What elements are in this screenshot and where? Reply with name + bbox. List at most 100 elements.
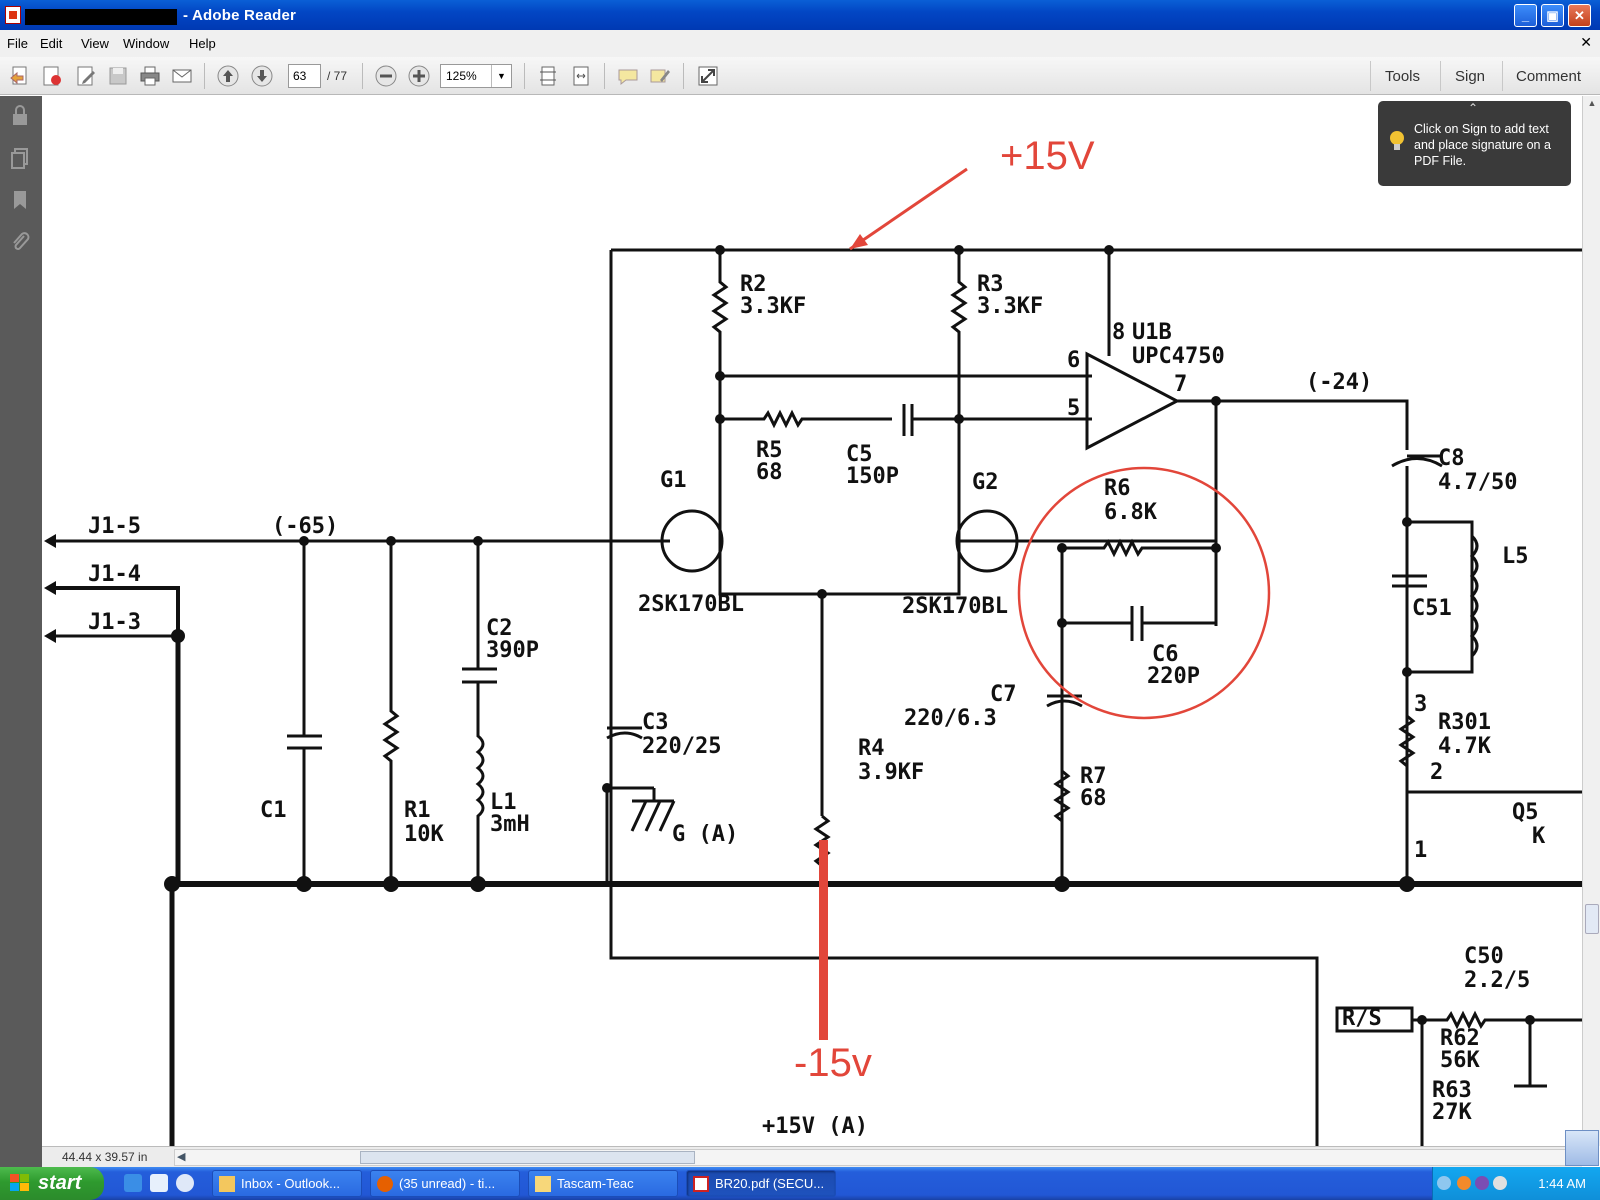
print-icon[interactable] — [138, 64, 162, 88]
bookmarks-icon[interactable] — [9, 188, 31, 212]
label-c1: C1 — [260, 798, 287, 823]
lightbulb-icon — [1390, 131, 1404, 150]
label-pin8: 8 — [1112, 320, 1126, 345]
edit-icon[interactable] — [74, 64, 98, 88]
schematic-page — [44, 167, 1582, 1146]
next-page-icon[interactable] — [250, 64, 274, 88]
zoom-select[interactable]: 125% ▼ — [440, 64, 512, 88]
menu-view[interactable]: View — [81, 36, 109, 51]
page-total: / 77 — [327, 69, 348, 83]
tray-app-icon[interactable] — [1457, 1176, 1471, 1190]
taskbar: start Inbox - Outlook... (35 unread) - t… — [0, 1167, 1600, 1200]
horizontal-scrollbar[interactable]: ◀ — [174, 1149, 1579, 1166]
label-r1-value: 10K — [404, 822, 444, 847]
tray-expand-icon[interactable] — [1437, 1176, 1451, 1190]
close-document-icon[interactable]: ✕ — [1580, 34, 1592, 50]
label-c5: C5 — [846, 442, 873, 467]
label-l1-value: 3mH — [490, 812, 530, 837]
scroll-down-corner-icon[interactable] — [1565, 1130, 1599, 1166]
label-j1-5: J1-5 — [88, 514, 141, 539]
vertical-scrollbar[interactable]: ▲ — [1582, 96, 1600, 1146]
lock-icon[interactable] — [9, 104, 31, 128]
label-pin6: 6 — [1067, 348, 1081, 373]
task-folder[interactable]: Tascam-Teac — [528, 1170, 678, 1197]
menu-bar: File Edit View Window Help ✕ — [0, 30, 1600, 57]
sign-button[interactable]: Sign — [1455, 68, 1486, 85]
label-r3-value: 3.3KF — [977, 294, 1044, 319]
label-r7-value: 68 — [1080, 786, 1107, 811]
task-firefox[interactable]: (35 unread) - ti... — [370, 1170, 520, 1197]
page-number-input[interactable]: 63 — [288, 64, 321, 88]
label-j1-4: J1-4 — [88, 562, 141, 587]
zoom-out-icon[interactable] — [374, 64, 398, 88]
vertical-scroll-thumb[interactable] — [1585, 904, 1599, 934]
email-icon[interactable] — [170, 64, 194, 88]
windows-logo-icon — [10, 1174, 29, 1191]
label-j1-3: J1-3 — [88, 610, 141, 635]
media-player-icon[interactable] — [176, 1174, 194, 1192]
attachments-icon[interactable] — [9, 230, 31, 254]
start-button[interactable]: start — [0, 1167, 104, 1200]
previous-page-icon[interactable] — [216, 64, 240, 88]
label-c5-value: 150P — [846, 464, 899, 489]
folder-icon — [535, 1176, 551, 1192]
show-desktop-icon[interactable] — [150, 1174, 168, 1192]
comment-button[interactable]: Comment — [1516, 68, 1582, 85]
label-r4: R4 — [858, 736, 885, 761]
zoom-in-icon[interactable] — [407, 64, 431, 88]
close-button[interactable]: ✕ — [1568, 4, 1591, 27]
tray-network-icon[interactable] — [1493, 1176, 1507, 1190]
tools-button[interactable]: Tools — [1385, 68, 1421, 85]
create-pdf-icon[interactable] — [8, 64, 32, 88]
menu-file[interactable]: File — [7, 36, 28, 51]
label-c51: C51 — [1412, 596, 1452, 621]
scroll-up-icon[interactable]: ▲ — [1587, 98, 1597, 108]
task-adobe-reader[interactable]: BR20.pdf (SECU... — [686, 1170, 836, 1197]
window-title: - Adobe Reader — [183, 7, 297, 24]
label-r3: R3 — [977, 272, 1004, 297]
label-g1: G1 — [660, 468, 687, 493]
label-r6-value: 6.8K — [1104, 500, 1157, 525]
label-u1b: U1B — [1132, 320, 1172, 345]
label-r7: R7 — [1080, 764, 1107, 789]
menu-edit[interactable]: Edit — [40, 36, 63, 51]
label-q5-k: K — [1532, 824, 1546, 849]
page-thumbnails-icon[interactable] — [9, 146, 31, 170]
status-bar: 44.44 x 39.57 in ◀ — [42, 1146, 1582, 1167]
pdf-file-icon[interactable] — [40, 64, 64, 88]
horizontal-scroll-thumb[interactable] — [360, 1151, 695, 1164]
adobe-reader-icon — [5, 6, 21, 24]
collapse-caret-icon[interactable]: ⌃ — [1468, 101, 1479, 115]
comment-icon[interactable] — [616, 64, 640, 88]
scroll-left-icon[interactable]: ◀ — [177, 1151, 186, 1163]
menu-help[interactable]: Help — [189, 36, 216, 51]
document-view[interactable]: +15V -15v R2 3.3KF R3 3.3KF 8 U1B UPC475… — [42, 96, 1582, 1146]
internet-explorer-icon[interactable] — [124, 1174, 142, 1192]
tray-app2-icon[interactable] — [1475, 1176, 1489, 1190]
menu-window[interactable]: Window — [123, 36, 170, 51]
save-icon[interactable] — [106, 64, 130, 88]
full-screen-icon[interactable] — [696, 64, 720, 88]
tooltip-text: Click on Sign to add text and place sign… — [1414, 122, 1551, 168]
highlight-icon[interactable] — [648, 64, 672, 88]
label-q1-part: 2SK170BL — [638, 592, 744, 617]
restore-button[interactable]: ▣ — [1541, 4, 1564, 27]
zoom-value: 125% — [446, 69, 477, 83]
navigation-panel — [0, 96, 42, 1176]
task-outlook[interactable]: Inbox - Outlook... — [212, 1170, 362, 1197]
label-r5: R5 — [756, 438, 783, 463]
title-bar: - Adobe Reader _ ▣ ✕ — [0, 0, 1600, 30]
chevron-down-icon[interactable]: ▼ — [491, 65, 511, 87]
fit-page-icon[interactable] — [536, 64, 560, 88]
minimize-button[interactable]: _ — [1514, 4, 1537, 27]
label-c6-value: 220P — [1147, 664, 1200, 689]
label-pin7: 7 — [1174, 372, 1188, 397]
task-outlook-label: Inbox - Outlook... — [241, 1176, 340, 1191]
redacted-filename — [25, 9, 177, 25]
label-g2: G2 — [972, 470, 999, 495]
label-c7: C7 — [990, 682, 1017, 707]
label-r301: R301 — [1438, 710, 1491, 735]
label-pin5: 5 — [1067, 396, 1081, 421]
label-q2-part: 2SK170BL — [902, 594, 1008, 619]
fit-width-icon[interactable] — [569, 64, 593, 88]
